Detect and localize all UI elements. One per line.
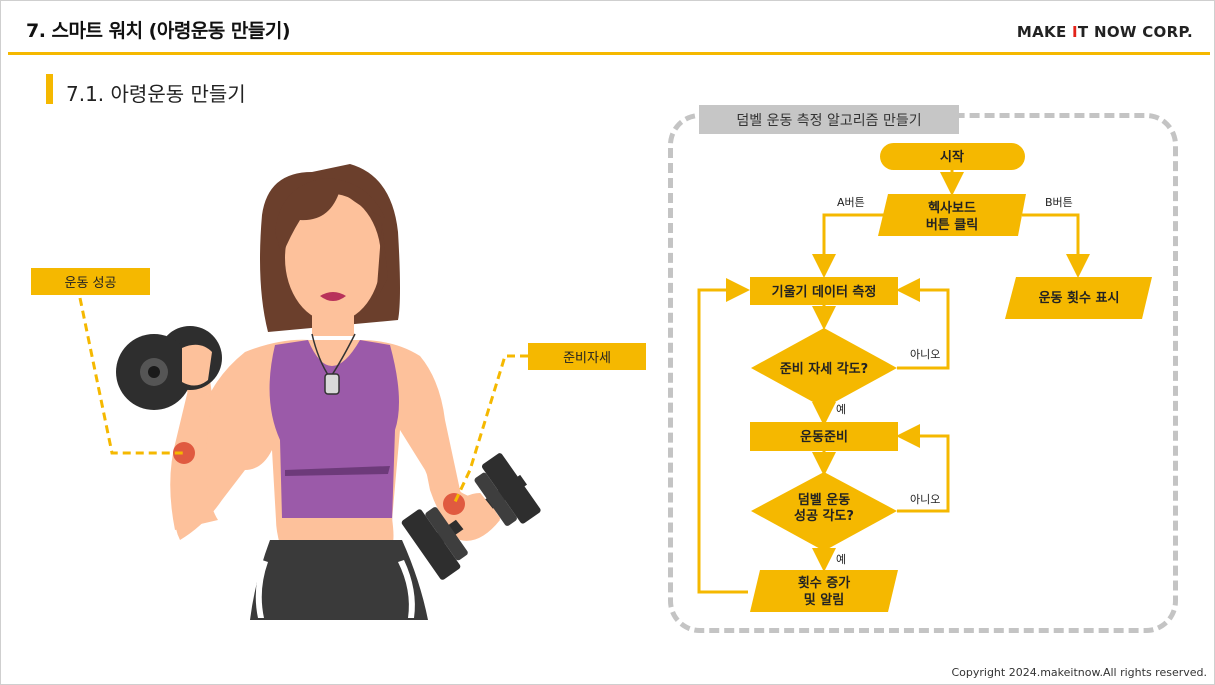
- brand-text-pre: MAKE: [1016, 23, 1073, 41]
- flow-label-no-1: 아니오: [910, 348, 940, 361]
- flow-label-yes-2: 예: [836, 553, 846, 566]
- header-divider: [8, 52, 1210, 55]
- flow-node-ready-angle-label: 준비 자세 각도?: [780, 362, 868, 377]
- flow-label-no-2: 아니오: [910, 493, 940, 506]
- flow-node-hexboard-click: [878, 194, 1026, 236]
- flow-node-tilt-label: 기울기 데이터 측정: [772, 284, 877, 300]
- flow-node-count-display: [1005, 277, 1152, 319]
- sensor-dot-icon: [443, 493, 465, 515]
- flow-node-count-increase: [750, 570, 898, 612]
- flow-node-success-angle-label-2: 성공 각도?: [794, 509, 854, 524]
- section-marker: [46, 74, 53, 104]
- flow-label-yes-1: 예: [836, 403, 846, 416]
- flow-node-count-display-label: 운동 횟수 표시: [1039, 290, 1120, 306]
- flow-node-ready: [750, 422, 898, 451]
- callout-exercise-success: 운동 성공: [31, 268, 150, 295]
- flow-node-count-increase-label-1: 횟수 증가: [798, 575, 850, 591]
- flow-node-success-angle-label-1: 덤벨 운동: [798, 493, 850, 508]
- brand-text-post: T NOW CORP.: [1077, 23, 1193, 41]
- flow-node-start-label: 시작: [940, 149, 964, 165]
- flow-node-ready-angle: [751, 328, 897, 408]
- flow-node-count-increase-label-2: 및 알림: [804, 593, 844, 608]
- section-title: 7.1. 아령운동 만들기: [66, 82, 246, 106]
- sensor-dot-icon: [173, 442, 195, 464]
- dumbbell-icon: [116, 326, 222, 410]
- brand-logo: MAKE IT NOW CORP.: [1017, 23, 1193, 41]
- flowchart-title: 덤벨 운동 측정 알고리즘 만들기: [699, 105, 959, 134]
- flow-label-a-button: A버튼: [837, 196, 865, 209]
- woman-figure-icon: [78, 164, 541, 620]
- dog-tag-icon: [324, 373, 340, 395]
- page-title: 7. 스마트 워치 (아령운동 만들기): [26, 20, 291, 42]
- brand-text-highlight: I: [1072, 23, 1078, 41]
- flow-node-hexboard-label-1: 헥사보드: [928, 200, 976, 216]
- flow-node-start: [880, 143, 1025, 170]
- callout-ready-posture: 준비자세: [528, 343, 646, 370]
- flow-node-ready-label: 운동준비: [800, 430, 848, 445]
- flow-label-b-button: B버튼: [1045, 196, 1073, 209]
- flow-node-tilt: [750, 277, 898, 305]
- copyright-footer: Copyright 2024.makeitnow.All rights rese…: [951, 666, 1207, 679]
- flow-node-success-angle: [751, 472, 897, 551]
- flow-node-hexboard-label-2: 버튼 클릭: [926, 217, 978, 233]
